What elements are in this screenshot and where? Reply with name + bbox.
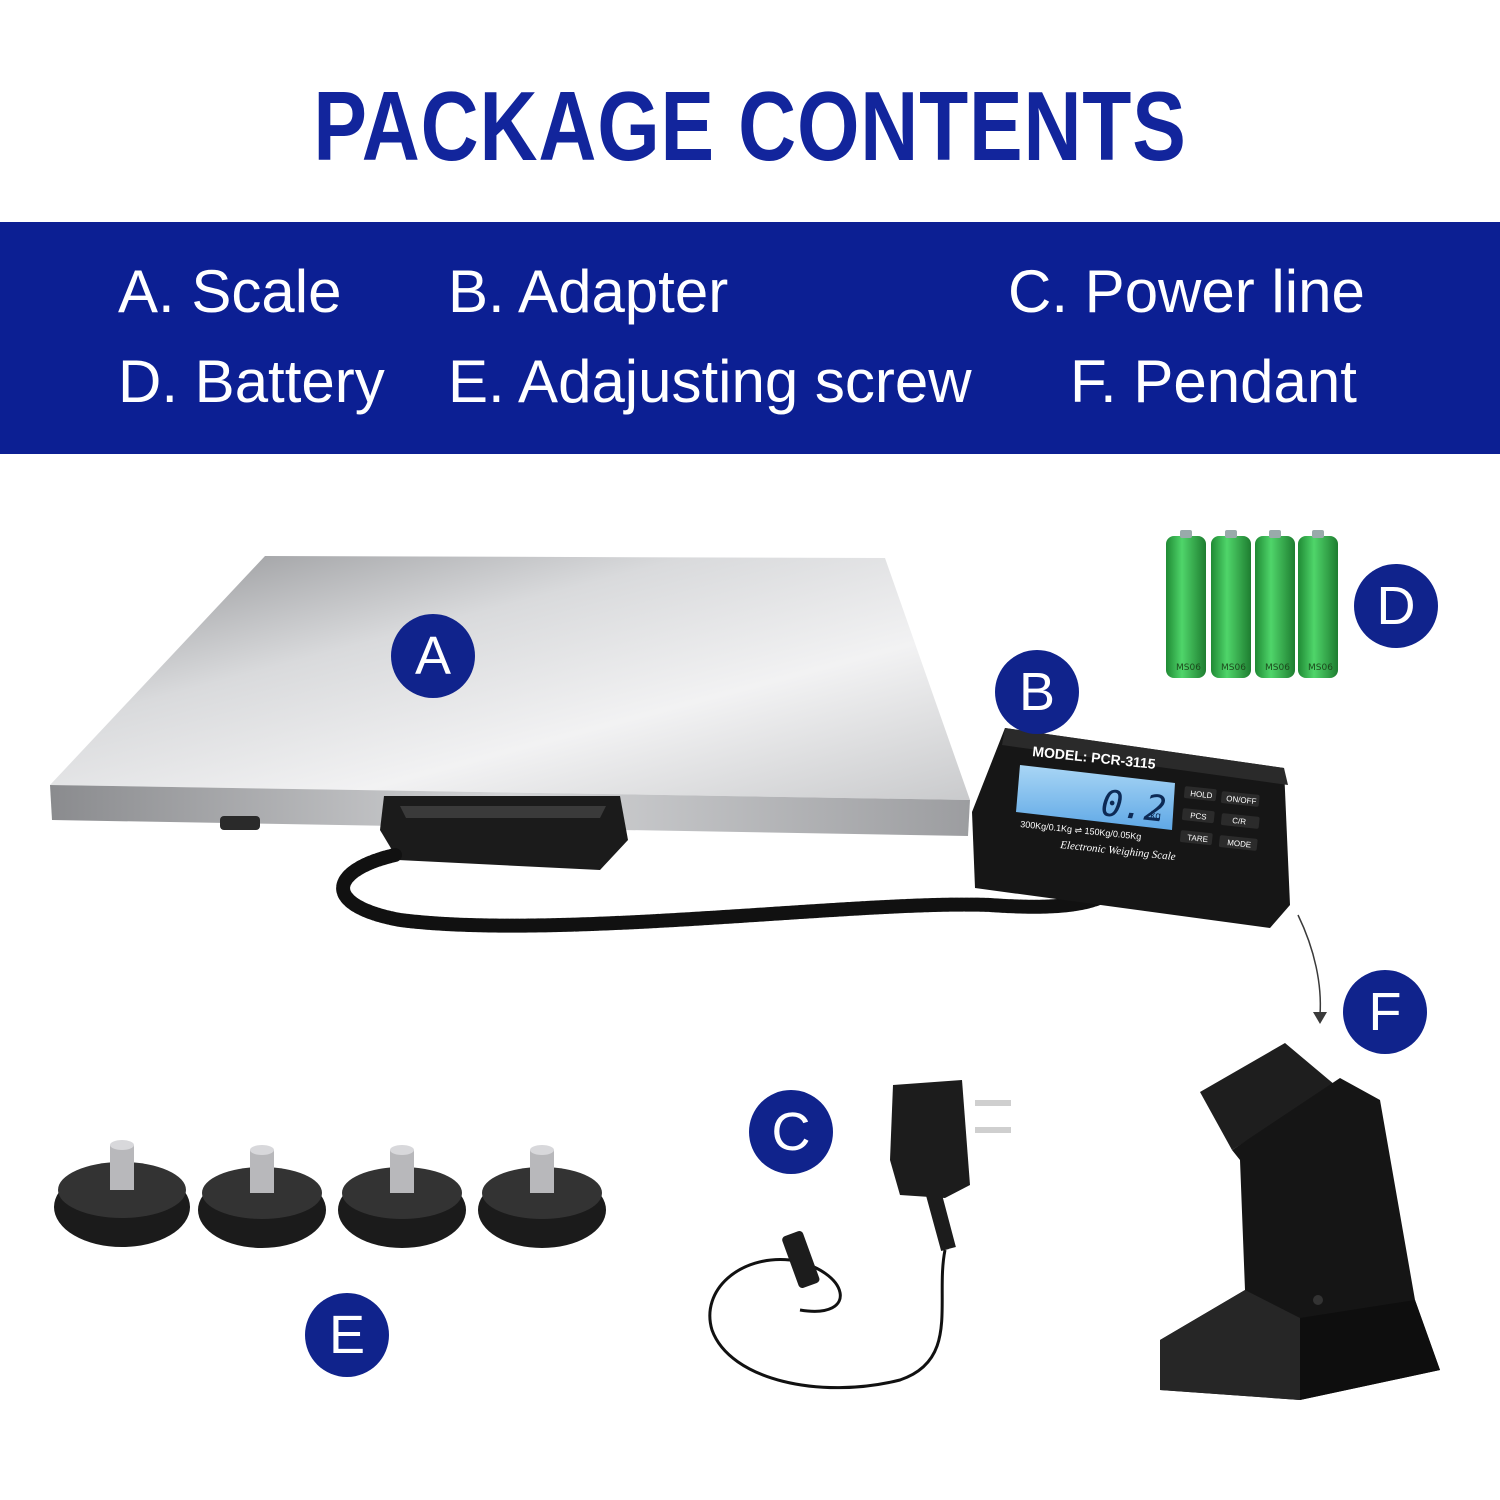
- lcd-reading: 0.2: [1099, 783, 1168, 831]
- svg-text:TARE: TARE: [1187, 833, 1209, 844]
- battery: MS06: [1255, 530, 1295, 678]
- lcd-screen: [1016, 765, 1175, 830]
- power-adapter: [890, 1080, 1011, 1252]
- contents-banner: A. Scale B. Adapter C. Power line D. Bat…: [0, 222, 1500, 454]
- tare-button[interactable]: [1179, 830, 1213, 846]
- pendant-indicator: MODEL: PCR-3115 0.2 kg 300Kg/0.1Kg ⇌ 150…: [972, 728, 1290, 928]
- pcs-button[interactable]: [1181, 808, 1215, 824]
- adjusting-screw: [478, 1145, 606, 1248]
- adjusting-screw: [338, 1145, 466, 1248]
- badge-b: B: [995, 650, 1079, 734]
- pendant-holder: [1160, 1043, 1440, 1400]
- battery: MS06: [1298, 530, 1338, 678]
- adjusting-screws: [54, 1140, 606, 1248]
- batteries: MS06 MS06 MS06 MS06: [1166, 530, 1338, 678]
- contents-item-pendant: F. Pendant: [1070, 348, 1357, 415]
- contents-item-adapter: B. Adapter: [448, 258, 729, 325]
- mode-button[interactable]: [1218, 835, 1258, 851]
- page-title: PACKAGE CONTENTS: [313, 71, 1187, 181]
- battery: MS06: [1211, 530, 1251, 678]
- badge-e: E: [305, 1293, 389, 1377]
- svg-text:MS06: MS06: [1308, 663, 1333, 673]
- svg-text:MODE: MODE: [1227, 838, 1252, 849]
- svg-text:PCS: PCS: [1190, 811, 1207, 822]
- svg-text:HOLD: HOLD: [1190, 789, 1213, 800]
- product-illustration: MODEL: PCR-3115 0.2 kg 300Kg/0.1Kg ⇌ 150…: [50, 530, 1440, 1400]
- contents-item-battery: D. Battery: [118, 348, 385, 415]
- pendant-buttons: HOLD ON/OFF PCS C/R TARE MODE: [1179, 786, 1260, 851]
- svg-text:MS06: MS06: [1176, 663, 1201, 673]
- badge-c: C: [749, 1090, 833, 1174]
- adjusting-screw: [198, 1145, 326, 1248]
- contents-item-power-line: C. Power line: [1008, 258, 1365, 325]
- on-off-button[interactable]: [1220, 791, 1260, 807]
- scale-platform: [50, 556, 970, 870]
- power-line: [708, 1249, 947, 1390]
- c-r-button[interactable]: [1220, 813, 1260, 829]
- svg-text:C/R: C/R: [1232, 816, 1247, 826]
- adjusting-screw: [54, 1140, 190, 1247]
- dc-plug: [782, 1231, 820, 1289]
- badge-a: A: [391, 614, 475, 698]
- battery: MS06: [1166, 530, 1206, 678]
- badge-d: D: [1354, 564, 1438, 648]
- contents-item-scale: A. Scale: [118, 258, 342, 325]
- svg-text:ON/OFF: ON/OFF: [1226, 794, 1257, 806]
- contents-item-adjusting-screw: E. Adajusting screw: [448, 348, 972, 415]
- svg-text:MS06: MS06: [1221, 663, 1246, 673]
- arrow-icon: [1297, 914, 1322, 1016]
- badge-f: F: [1343, 970, 1427, 1054]
- coiled-cable: [336, 848, 1125, 933]
- svg-text:MS06: MS06: [1265, 663, 1290, 673]
- lcd-unit: kg: [1150, 810, 1162, 822]
- hold-button[interactable]: [1183, 786, 1217, 802]
